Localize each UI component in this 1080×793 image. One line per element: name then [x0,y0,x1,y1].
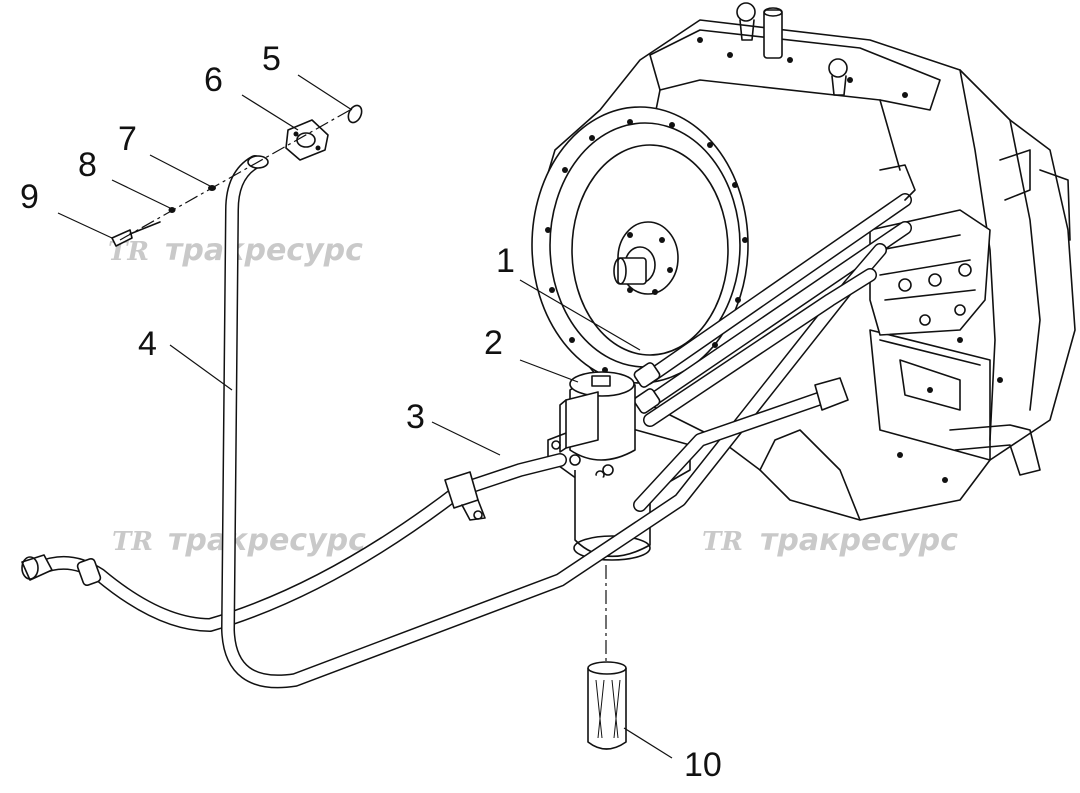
callout-5: 5 [262,40,281,78]
torque-converter-flange [531,106,749,384]
assembly-axis [119,109,351,241]
pipe-4 [221,155,887,689]
leader-lines [57,74,673,759]
hose-1 [633,164,916,414]
callout-8: 8 [78,146,97,184]
watermark-bottom-right: TR тракресурс [702,523,958,558]
watermark-bottom-left: TR тракресурс [112,523,366,558]
callout-3: 3 [406,398,425,436]
callout-9: 9 [20,178,39,216]
callout-4: 4 [138,325,157,363]
watermark-text: тракресурс [168,523,366,558]
callouts: 1 2 3 4 5 6 7 8 9 10 [20,40,722,784]
filter-element-10 [587,661,627,750]
bolt-9 [111,221,161,247]
callout-1: 1 [496,242,515,280]
callout-7: 7 [118,120,137,158]
watermark-logo: TR [702,527,743,557]
callout-10: 10 [684,746,722,784]
watermark-top-left: TR тракресурс [108,233,363,268]
hose-3 [21,453,567,632]
o-ring-5 [347,104,363,124]
watermark-text: тракресурс [165,233,363,268]
callout-6: 6 [204,61,223,99]
watermark-logo: TR [112,527,153,557]
watermark-text: тракресурс [760,523,958,558]
callout-2: 2 [484,324,503,362]
